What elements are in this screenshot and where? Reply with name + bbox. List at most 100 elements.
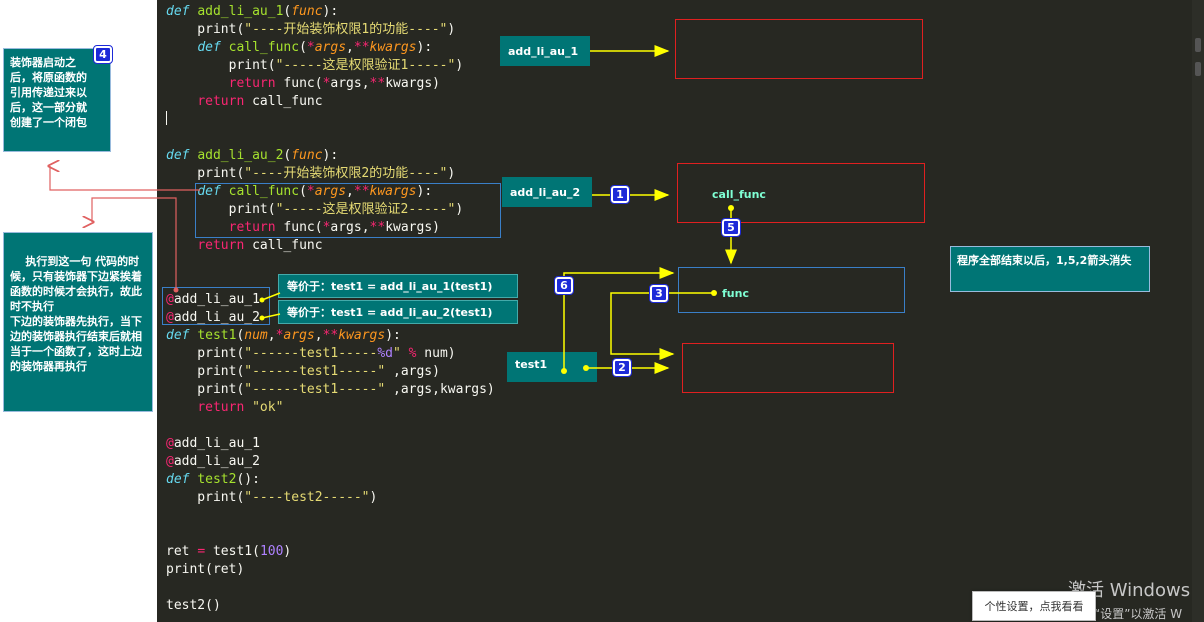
scroll-marker — [1195, 38, 1201, 52]
code-line: print("------test1-----" ,args,kwargs) — [166, 381, 495, 399]
code-token: test1 — [197, 328, 237, 343]
badge-1: 1 — [610, 185, 630, 204]
code-token: add_li_au_2 — [173, 454, 260, 469]
personalize-popup[interactable]: 个性设置，点我看看 — [972, 591, 1096, 621]
tag-add-li-au-1-text: add_li_au_1 — [508, 44, 579, 58]
code-line: return call_func — [166, 237, 323, 255]
code-token: add_li_au_1 — [173, 436, 260, 451]
code-token: def — [197, 40, 229, 55]
code-token: test2 — [197, 472, 237, 487]
code-line: print("----test2-----") — [166, 489, 377, 507]
code-token: ( — [299, 40, 307, 55]
code-token: ) — [455, 58, 464, 73]
arrow-exec-note — [92, 197, 177, 290]
code-token: * — [322, 220, 331, 235]
personalize-popup-text[interactable]: 个性设置，点我看看 — [984, 600, 1084, 613]
code-token: print( — [166, 346, 245, 361]
code-line: def add_li_au_2(func): — [166, 147, 338, 165]
badge-3: 3 — [649, 284, 669, 303]
code-token: print( — [166, 58, 276, 73]
code-token: return — [228, 220, 284, 235]
code-token: def — [166, 472, 198, 487]
closure-box-1 — [675, 19, 923, 79]
badge-4: 4 — [93, 45, 113, 64]
code-line: def test2(): — [166, 471, 260, 489]
code-token: ) — [455, 202, 464, 217]
code-token: ,args,kwargs) — [385, 382, 495, 397]
code-token: ) — [447, 22, 456, 37]
code-line: return func(*args,**kwargs) — [166, 219, 440, 237]
note-closure: 装饰器启动之后，将原函数的引用传递过来以后，这一部分就创建了一个闭包 — [3, 48, 111, 152]
arrow-6 — [563, 267, 675, 371]
editor-scrollbar[interactable] — [1192, 0, 1204, 622]
code-token: ** — [369, 76, 386, 91]
code-line: print("-----这是权限验证2-----") — [166, 201, 464, 219]
label-func: func — [722, 287, 749, 300]
tag-add-li-au-2-text: add_li_au_2 — [510, 185, 581, 199]
code-token: args — [283, 328, 315, 343]
code-token: kwargs — [369, 184, 417, 199]
test1-box — [682, 343, 894, 393]
func-box — [678, 267, 905, 313]
code-token: call_func — [252, 238, 323, 253]
code-token: args, — [330, 76, 370, 91]
equiv-label-1: 等价于：test1 = add_li_au_1(test1) — [278, 274, 518, 298]
code-token: " — [393, 346, 401, 361]
code-token: * — [306, 184, 315, 199]
note-end: 程序全部结束以后，1,5,2箭头消失 — [950, 246, 1150, 292]
code-token: "-----这是权限验证2-----" — [275, 202, 456, 217]
code-token: ): — [322, 4, 339, 19]
code-line: print("------test1-----" ,args) — [166, 363, 440, 381]
code-token: "------test1-----" — [244, 382, 386, 397]
code-token: ( — [283, 4, 292, 19]
code-line: print("-----这是权限验证1-----") — [166, 57, 464, 75]
code-token: print( — [166, 166, 245, 181]
code-token: func — [291, 4, 323, 19]
equiv-label-2: 等价于：test1 = add_li_au_2(test1) — [278, 300, 518, 324]
code-line: return call_func — [166, 93, 322, 111]
code-token: "----test2-----" — [244, 490, 370, 505]
code-token: call_func — [228, 184, 300, 199]
tag-add-li-au-1: add_li_au_1 — [500, 36, 590, 66]
note-closure-text: 装饰器启动之后，将原函数的引用传递过来以后，这一部分就创建了一个闭包 — [10, 56, 87, 129]
scroll-marker — [1195, 62, 1201, 76]
code-line: @add_li_au_1 — [166, 291, 260, 309]
code-token: , — [314, 328, 323, 343]
code-token: ): — [385, 328, 401, 343]
code-line: print("----开始装饰权限1的功能----") — [166, 21, 455, 39]
tag-test1-text: test1 — [515, 358, 548, 371]
code-token: , — [346, 40, 354, 55]
code-token: num) — [416, 346, 456, 361]
code-token: ret — [166, 544, 198, 559]
code-line: def call_func(*args,**kwargs): — [166, 183, 432, 201]
text-cursor — [166, 111, 167, 125]
code-token: return — [197, 400, 253, 415]
code-line: print("----开始装饰权限2的功能----") — [166, 165, 455, 183]
code-token: %d — [377, 346, 393, 361]
code-token: test1( — [205, 544, 260, 559]
code-token: "------test1----- — [244, 346, 378, 361]
code-token: "------test1-----" — [244, 364, 386, 379]
inner-func-highlight — [195, 183, 501, 238]
code-token: * — [322, 76, 331, 91]
code-token: print( — [166, 364, 245, 379]
code-token: return — [197, 94, 253, 109]
code-line: test2() — [166, 597, 221, 615]
badge-5: 5 — [721, 218, 741, 237]
code-token: args — [314, 184, 347, 199]
code-line: @add_li_au_2 — [166, 309, 260, 327]
code-token: @ — [166, 310, 174, 325]
code-token: , — [267, 328, 276, 343]
badge-2: 2 — [612, 358, 632, 377]
code-token: ) — [369, 490, 378, 505]
code-line: return func(*args,**kwargs) — [166, 75, 440, 93]
arrow-closure-note — [50, 166, 200, 191]
code-line: @add_li_au_1 — [166, 435, 260, 453]
code-token: def — [166, 148, 198, 163]
code-token: ** — [353, 40, 370, 55]
code-token: * — [275, 328, 284, 343]
decorator-highlight — [162, 287, 270, 325]
code-token: return — [197, 238, 253, 253]
